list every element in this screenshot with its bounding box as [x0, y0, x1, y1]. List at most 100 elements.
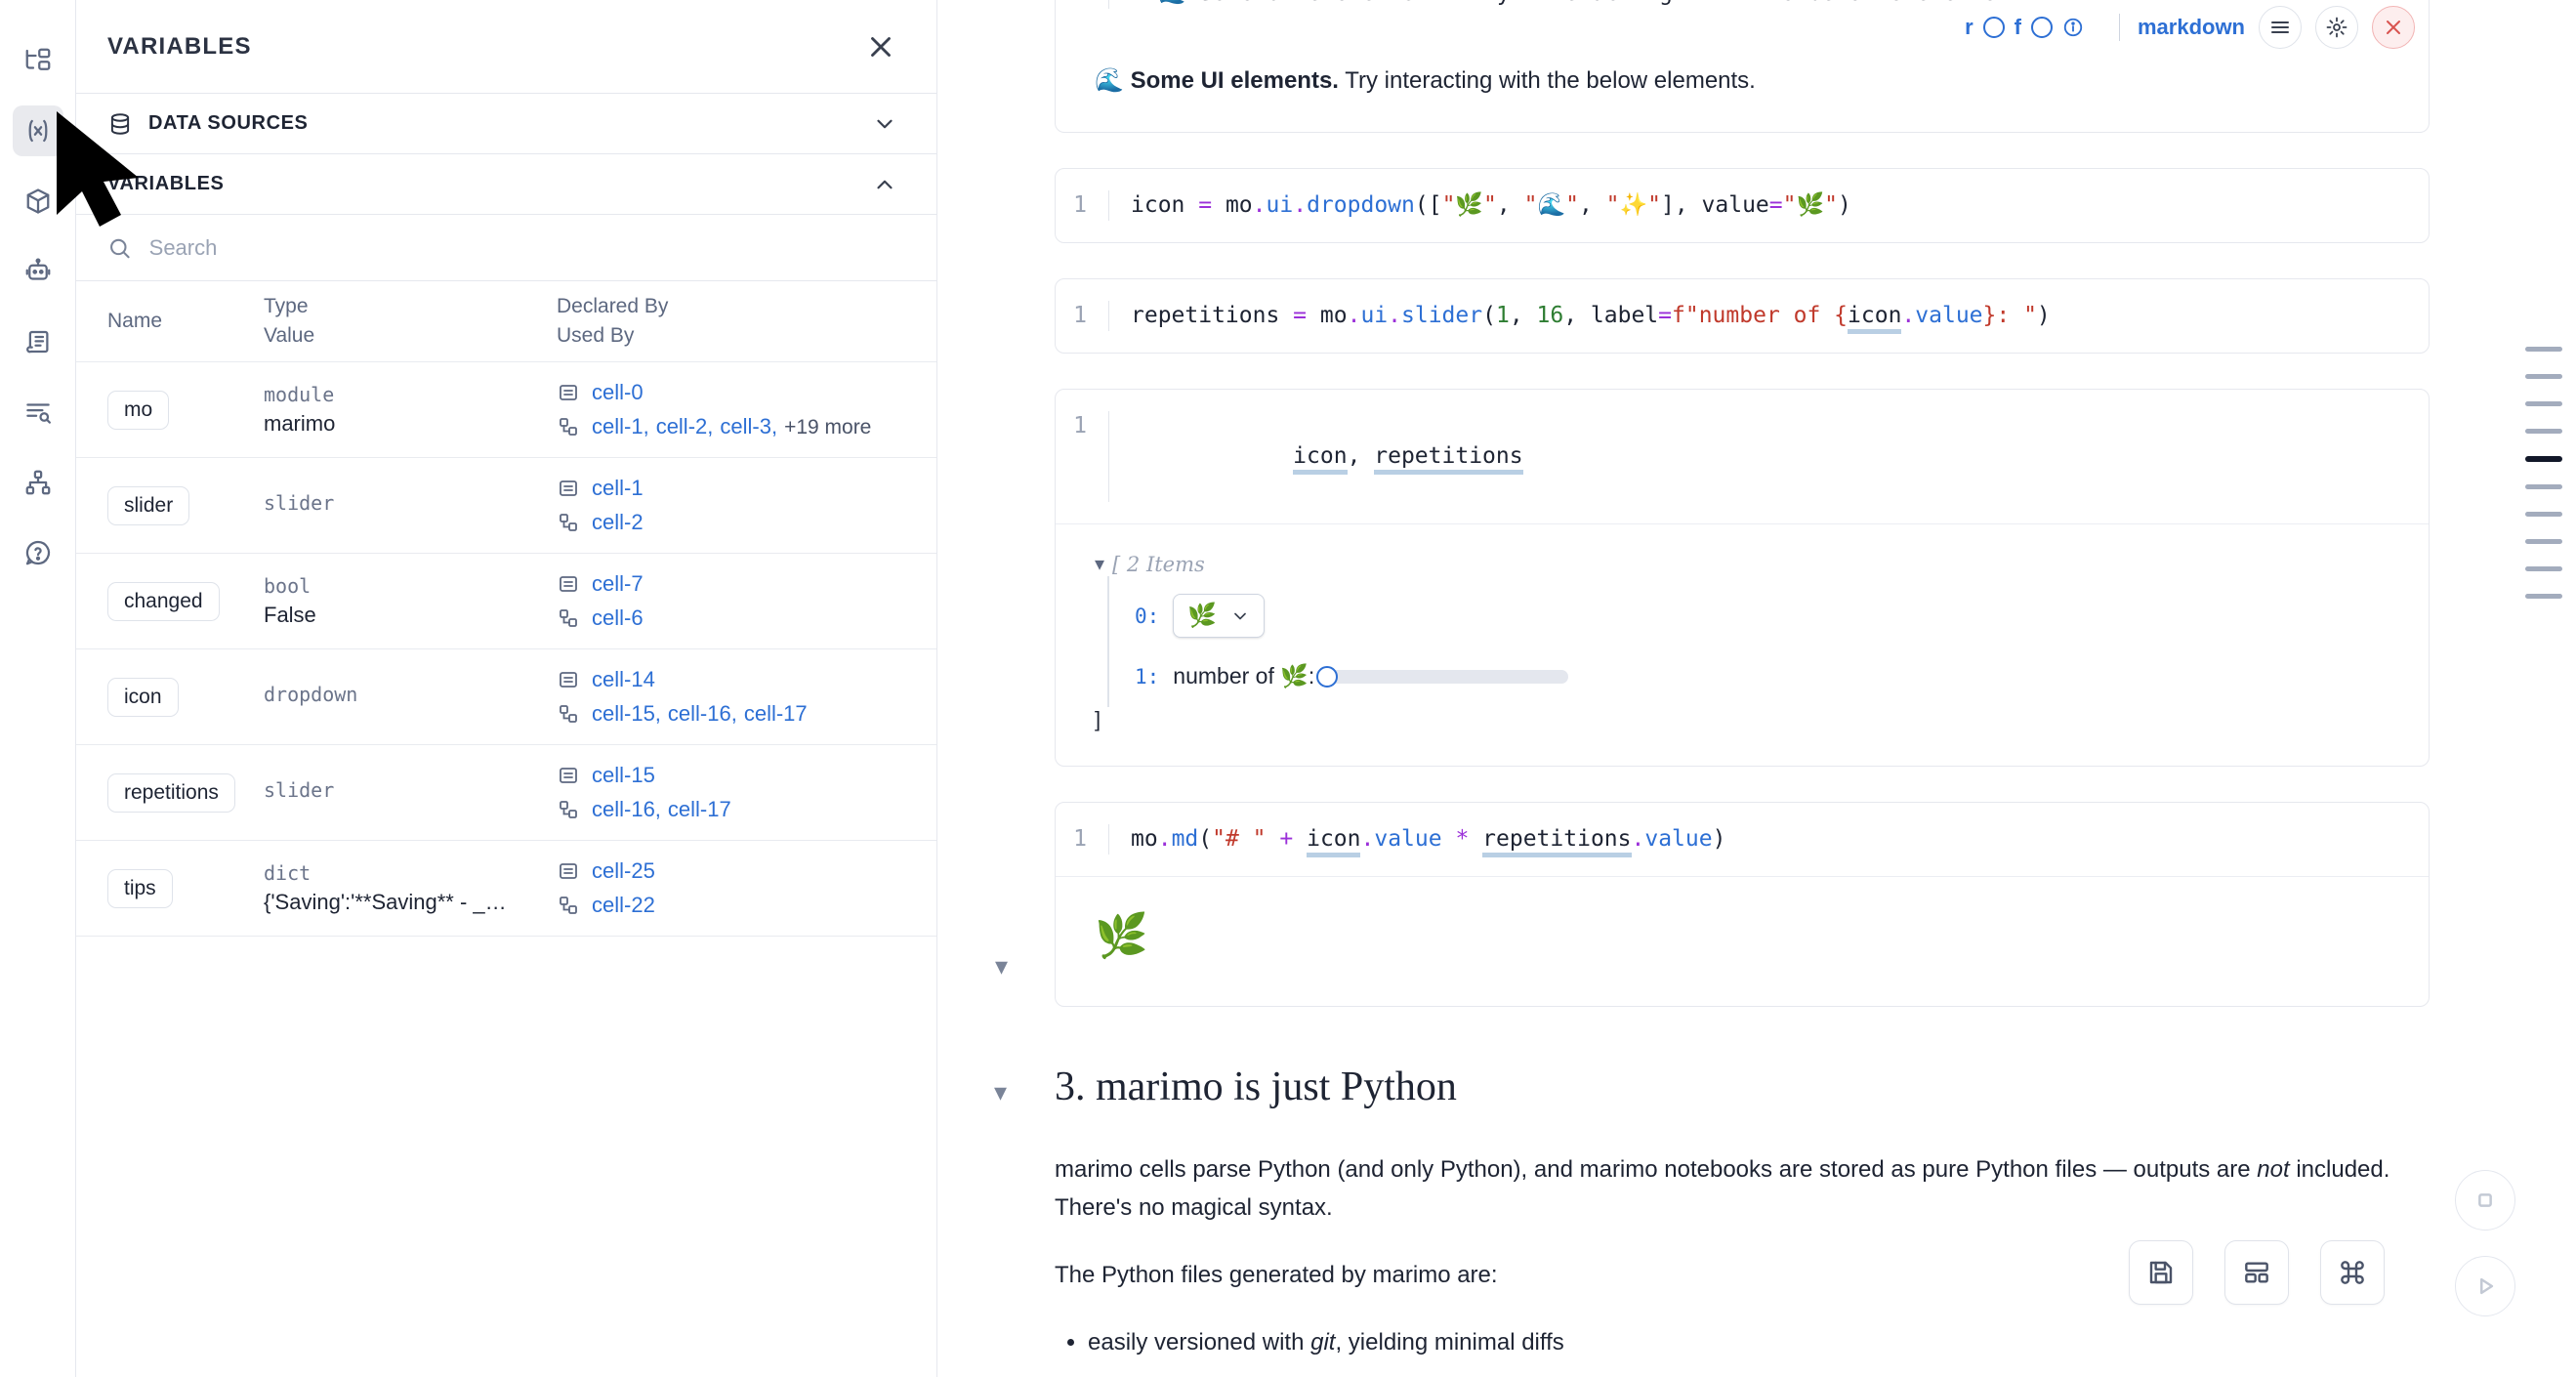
search-input[interactable]: [148, 234, 905, 261]
cell-link[interactable]: cell-2,: [655, 414, 714, 438]
chevron-down-icon[interactable]: ▾: [1095, 554, 1105, 576]
minimap-tick-active[interactable]: [2525, 456, 2562, 462]
declared-by-row: cell-15: [557, 763, 927, 788]
code-token: ([: [1414, 192, 1442, 219]
cell-link[interactable]: cell-15: [592, 763, 655, 787]
cell-link[interactable]: cell-6: [592, 605, 644, 630]
minimap-tick[interactable]: [2525, 484, 2562, 489]
command-palette-button[interactable]: [2320, 1240, 2385, 1305]
cell-link[interactable]: cell-17: [743, 701, 808, 726]
variable-cells-cell: cell-25 cell-22: [525, 840, 936, 937]
code-token: mo: [1212, 192, 1253, 219]
var-reference[interactable]: repetitions: [1482, 826, 1632, 858]
collapse-chevron-icon[interactable]: ▾: [994, 1077, 1008, 1107]
minimap-tick[interactable]: [2525, 401, 2562, 406]
code-token: ): [2036, 303, 2051, 329]
stop-icon: [2478, 1193, 2492, 1207]
code-token: f"number of {: [1672, 303, 1849, 329]
code-cell-repetitions-slider[interactable]: 1 repetitions = mo.ui.slider(1, 16, labe…: [1055, 278, 2430, 355]
cell-settings-button[interactable]: [2315, 6, 2358, 49]
minimap-tick[interactable]: [2525, 539, 2562, 544]
save-button[interactable]: [2129, 1240, 2193, 1305]
cell-toolbar: r f markdown: [1965, 2, 2429, 53]
cell-output: 🌿: [1056, 876, 2429, 1006]
declared-by-row: cell-14: [557, 667, 927, 692]
prose-bullet-list: easily versioned with git, yielding mini…: [1055, 1324, 2430, 1361]
close-icon[interactable]: [864, 30, 897, 63]
variable-name-chip[interactable]: icon: [107, 677, 179, 717]
json-output-header[interactable]: ▾ [ 2 Items: [1095, 552, 2389, 576]
variable-name-cell: changed: [76, 553, 232, 649]
code-source[interactable]: icon = mo.ui.dropdown(["🌿", "🌊", "✨"], v…: [1108, 190, 1851, 222]
markdown-cell[interactable]: 1 ""🌊 Some UI elements."" Try interactin…: [1055, 0, 2430, 134]
minimap-scrollbar[interactable]: [2525, 347, 2562, 599]
minimap-tick[interactable]: [2525, 347, 2562, 352]
scratchpad-icon[interactable]: [13, 316, 63, 367]
cell-link[interactable]: cell-16,: [667, 701, 737, 726]
cell-link[interactable]: cell-1,: [592, 414, 649, 438]
minimap-tick[interactable]: [2525, 429, 2562, 434]
help-icon[interactable]: [13, 527, 63, 578]
slider-knob[interactable]: [1316, 665, 1339, 688]
dependency-graph-icon[interactable]: [13, 457, 63, 508]
minimap-tick[interactable]: [2525, 594, 2562, 599]
var-ref-icon[interactable]: icon: [1293, 443, 1348, 476]
more-cells-label[interactable]: +19 more: [784, 416, 872, 438]
play-icon: [2480, 1277, 2494, 1295]
dropdown-select[interactable]: 🌿: [1173, 594, 1266, 639]
outline-search-icon[interactable]: [13, 387, 63, 438]
code-source[interactable]: repetitions = mo.ui.slider(1, 16, label=…: [1108, 301, 2051, 335]
file-explorer-icon[interactable]: [13, 35, 63, 86]
flag-r-toggle[interactable]: [1982, 17, 2005, 38]
used-by-row: cell-16,cell-17: [557, 797, 927, 822]
minimap-tick[interactable]: [2525, 374, 2562, 379]
code-cell-mo-md[interactable]: ▾ 1 mo.md("# " + icon.value * repetition…: [995, 802, 2430, 1008]
collapse-chevron-icon[interactable]: ▾: [995, 951, 1009, 981]
variable-type-value-cell: dict{'Saving':'**Saving** - _Na...: [232, 840, 525, 937]
cell-link[interactable]: cell-1: [592, 476, 644, 500]
rendered-emoji-heading: 🌿: [1095, 912, 1148, 961]
minimap-tick[interactable]: [2525, 566, 2562, 571]
minimap-tick[interactable]: [2525, 512, 2562, 517]
markdown-source-line[interactable]: 1 ""🌊 Some UI elements."" Try interactin…: [1056, 0, 2429, 30]
interrupt-button[interactable]: [2455, 1170, 2515, 1231]
quantity-slider[interactable]: [1316, 665, 1569, 688]
var-reference[interactable]: icon: [1848, 303, 1902, 335]
code-cell-icon-repetitions-output[interactable]: 1 icon, repetitions ▾ [ 2 Items 0:: [1055, 389, 2430, 768]
flag-f-toggle[interactable]: [2030, 17, 2053, 38]
cell-link[interactable]: cell-22: [592, 893, 655, 917]
run-button[interactable]: [2455, 1256, 2515, 1316]
cell-link[interactable]: cell-14: [592, 667, 655, 691]
chat-bot-icon[interactable]: [13, 246, 63, 297]
var-reference[interactable]: icon: [1307, 826, 1361, 858]
variable-name-chip[interactable]: tips: [107, 868, 173, 908]
section-data-sources[interactable]: DATA SOURCES: [76, 94, 936, 154]
cell-language-label[interactable]: markdown: [2137, 15, 2245, 39]
cell-link[interactable]: cell-2: [592, 510, 644, 534]
variable-name-chip[interactable]: changed: [107, 581, 220, 621]
var-ref-repetitions[interactable]: repetitions: [1374, 443, 1523, 476]
cell-link[interactable]: cell-7: [592, 571, 644, 596]
code-token: ,: [1578, 192, 1606, 219]
info-icon[interactable]: [2062, 17, 2084, 38]
cell-menu-button[interactable]: [2259, 6, 2302, 49]
cell-link[interactable]: cell-15,: [592, 701, 661, 726]
cell-link[interactable]: cell-0: [592, 380, 644, 404]
layout-button[interactable]: [2224, 1240, 2289, 1305]
cell-link[interactable]: cell-17: [667, 797, 731, 821]
code-cell-icon-dropdown[interactable]: 1 icon = mo.ui.dropdown(["🌿", "🌊", "✨"],…: [1055, 168, 2430, 244]
variable-name-chip[interactable]: repetitions: [107, 772, 235, 813]
code-token: "🌊": [1523, 192, 1579, 219]
code-source[interactable]: mo.md("# " + icon.value * repetitions.va…: [1108, 824, 1725, 858]
cell-link[interactable]: cell-25: [592, 858, 655, 883]
cell-delete-button[interactable]: [2372, 6, 2415, 49]
variables-icon[interactable]: [12, 105, 63, 156]
cell-link[interactable]: cell-16,: [592, 797, 661, 821]
packages-icon[interactable]: [13, 176, 63, 227]
section-variables[interactable]: VARIABLES: [76, 154, 936, 215]
cell-link[interactable]: cell-3,: [720, 414, 778, 438]
variable-name-chip[interactable]: slider: [107, 485, 190, 525]
code-source[interactable]: icon, repetitions: [1108, 411, 1523, 503]
variable-name-chip[interactable]: mo: [107, 390, 170, 430]
